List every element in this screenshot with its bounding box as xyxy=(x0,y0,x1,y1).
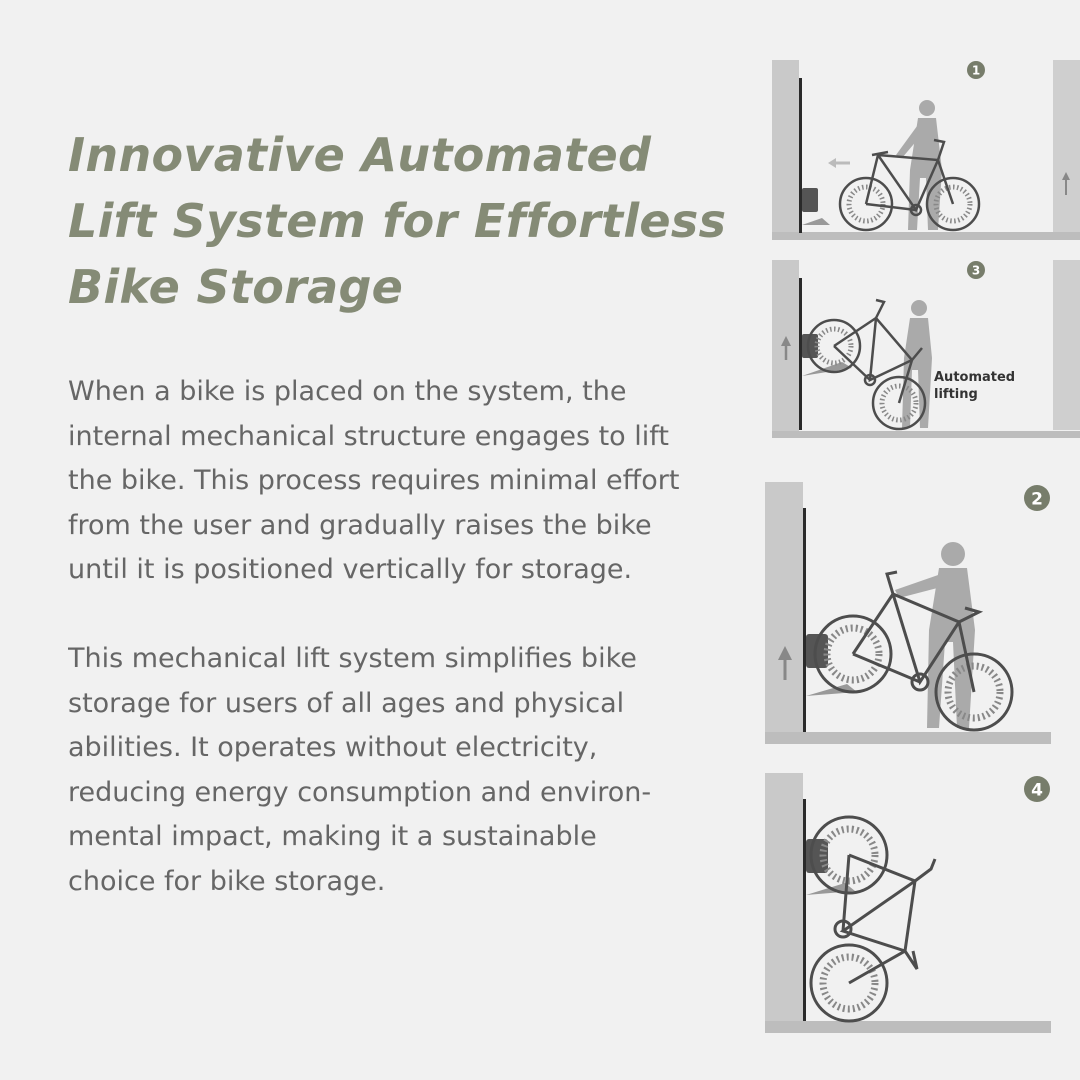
front-wheel xyxy=(809,943,889,1023)
paragraph-line: reducing energy consumption and environ- xyxy=(68,776,652,808)
paragraph-line: until it is positioned vertically for st… xyxy=(68,554,633,585)
lift-arm xyxy=(802,218,830,225)
floor xyxy=(765,1021,1051,1033)
lift-unit xyxy=(806,634,828,668)
paragraph-line: internal mechanical structure engages to… xyxy=(68,420,669,452)
wall-right xyxy=(1053,260,1080,430)
rear-wheel xyxy=(806,318,862,374)
paragraph-line: mental impact, making it a sustainable xyxy=(68,821,597,852)
floor xyxy=(772,431,1080,438)
mount-rail xyxy=(799,78,802,233)
bicycle xyxy=(806,298,927,431)
caption-line: lifting xyxy=(934,387,978,402)
lift-unit xyxy=(802,188,818,212)
front-wheel xyxy=(934,652,1014,732)
step-4-illustration: 4 xyxy=(765,773,1051,1033)
step-number-badge xyxy=(967,61,985,79)
description-paragraph-1: When a bike is placed on the system, the… xyxy=(68,370,733,593)
page-headline: Innovative Automated Lift System for Eff… xyxy=(68,122,748,320)
mount-rail xyxy=(803,508,806,732)
paragraph-line: the bike. This process requires minimal … xyxy=(68,465,680,496)
wall-right xyxy=(1053,60,1080,232)
paragraph-line: abilities. It operates without electrici… xyxy=(68,732,598,763)
paragraph-line: storage for users of all ages and physic… xyxy=(68,687,625,719)
arrow-up-icon xyxy=(781,336,791,360)
person-silhouette xyxy=(895,542,975,728)
lift-arm xyxy=(802,362,852,376)
step-panel-1: 1 xyxy=(772,60,1080,240)
floor xyxy=(765,732,1051,744)
step-number: 2 xyxy=(1031,490,1043,510)
step-number-badge xyxy=(967,261,985,279)
step-panel-3: Automated lifting 3 xyxy=(772,258,1080,438)
step-panel-4: 4 xyxy=(765,773,1080,1035)
step-number: 1 xyxy=(972,64,980,78)
floor xyxy=(772,232,1080,240)
caption-line: Automated xyxy=(934,370,1015,385)
step-2-illustration: 2 xyxy=(765,482,1051,744)
arrow-up-icon xyxy=(1062,172,1070,195)
step-number-badge xyxy=(1024,776,1050,802)
person-silhouette xyxy=(896,100,942,230)
mount-rail xyxy=(799,278,802,430)
headline-line: Innovative Automated xyxy=(68,128,652,182)
paragraph-line: When a bike is placed on the system, the xyxy=(68,376,627,407)
paragraph-line: This mechanical lift system simplifies b… xyxy=(68,643,637,674)
step-1-illustration: 1 xyxy=(772,60,1080,240)
rear-wheel xyxy=(838,176,894,232)
headline-line: Bike Storage xyxy=(68,260,404,314)
front-wheel xyxy=(925,176,981,232)
step-3-illustration: Automated lifting 3 xyxy=(772,260,1080,438)
step-number: 4 xyxy=(1031,781,1043,801)
mount-rail xyxy=(803,799,806,1021)
wall-left xyxy=(765,482,803,734)
paragraph-line: choice for bike storage. xyxy=(68,865,386,897)
step-number: 3 xyxy=(972,264,980,278)
arrow-up-icon xyxy=(778,646,792,680)
rear-wheel xyxy=(809,815,889,895)
step-number-badge xyxy=(1024,485,1050,511)
step-panel-2: 2 xyxy=(765,482,1080,744)
lift-arm xyxy=(806,684,857,696)
bicycle xyxy=(838,138,981,232)
wall-left xyxy=(772,60,799,240)
front-wheel xyxy=(871,375,927,431)
wall-left xyxy=(765,773,803,1023)
arrow-left-icon xyxy=(828,158,850,168)
description-paragraph-2: This mechanical lift system simplifies b… xyxy=(68,637,733,904)
headline-line: Lift System for Effortless xyxy=(68,194,727,248)
bicycle xyxy=(809,815,937,1023)
bicycle xyxy=(813,570,1014,732)
lift-unit xyxy=(802,334,818,358)
paragraph-line: from the user and gradually raises the b… xyxy=(68,509,652,541)
step-3-caption: Automated lifting xyxy=(934,370,1020,402)
rear-wheel xyxy=(813,614,893,694)
